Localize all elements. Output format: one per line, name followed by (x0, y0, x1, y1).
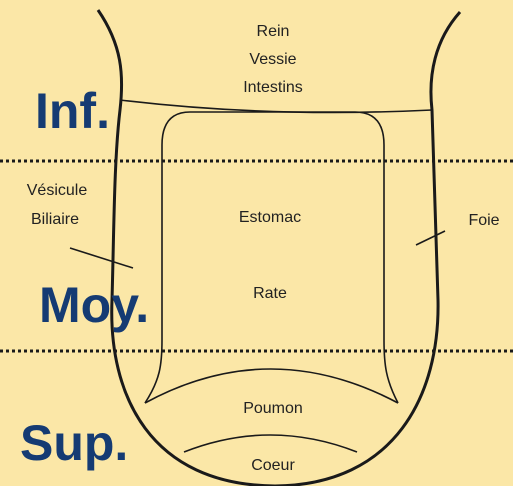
label-biliaire: Biliaire (31, 211, 79, 228)
label-coeur: Coeur (251, 457, 295, 474)
zone-label-inferior: Inf. (35, 83, 110, 139)
root-divider-line (119, 99, 433, 114)
label-rein: Rein (257, 23, 290, 40)
label-rate: Rate (253, 285, 287, 302)
label-vessie: Vessie (249, 51, 296, 68)
tongue-outline (96, 9, 462, 486)
zone-label-middle: Moy. (39, 277, 150, 333)
label-poumon: Poumon (243, 400, 303, 417)
zone-label-superior: Sup. (20, 415, 129, 471)
vesicule-leader-line (69, 247, 134, 269)
label-foie: Foie (468, 212, 499, 229)
foie-leader-line (415, 230, 446, 246)
coeur-arc (183, 434, 358, 453)
poumon-arc (144, 368, 399, 404)
label-intestins: Intestins (243, 79, 303, 96)
label-vesicule: Vésicule (27, 182, 88, 199)
label-estomac: Estomac (239, 209, 301, 226)
inner-center-region (144, 111, 399, 404)
